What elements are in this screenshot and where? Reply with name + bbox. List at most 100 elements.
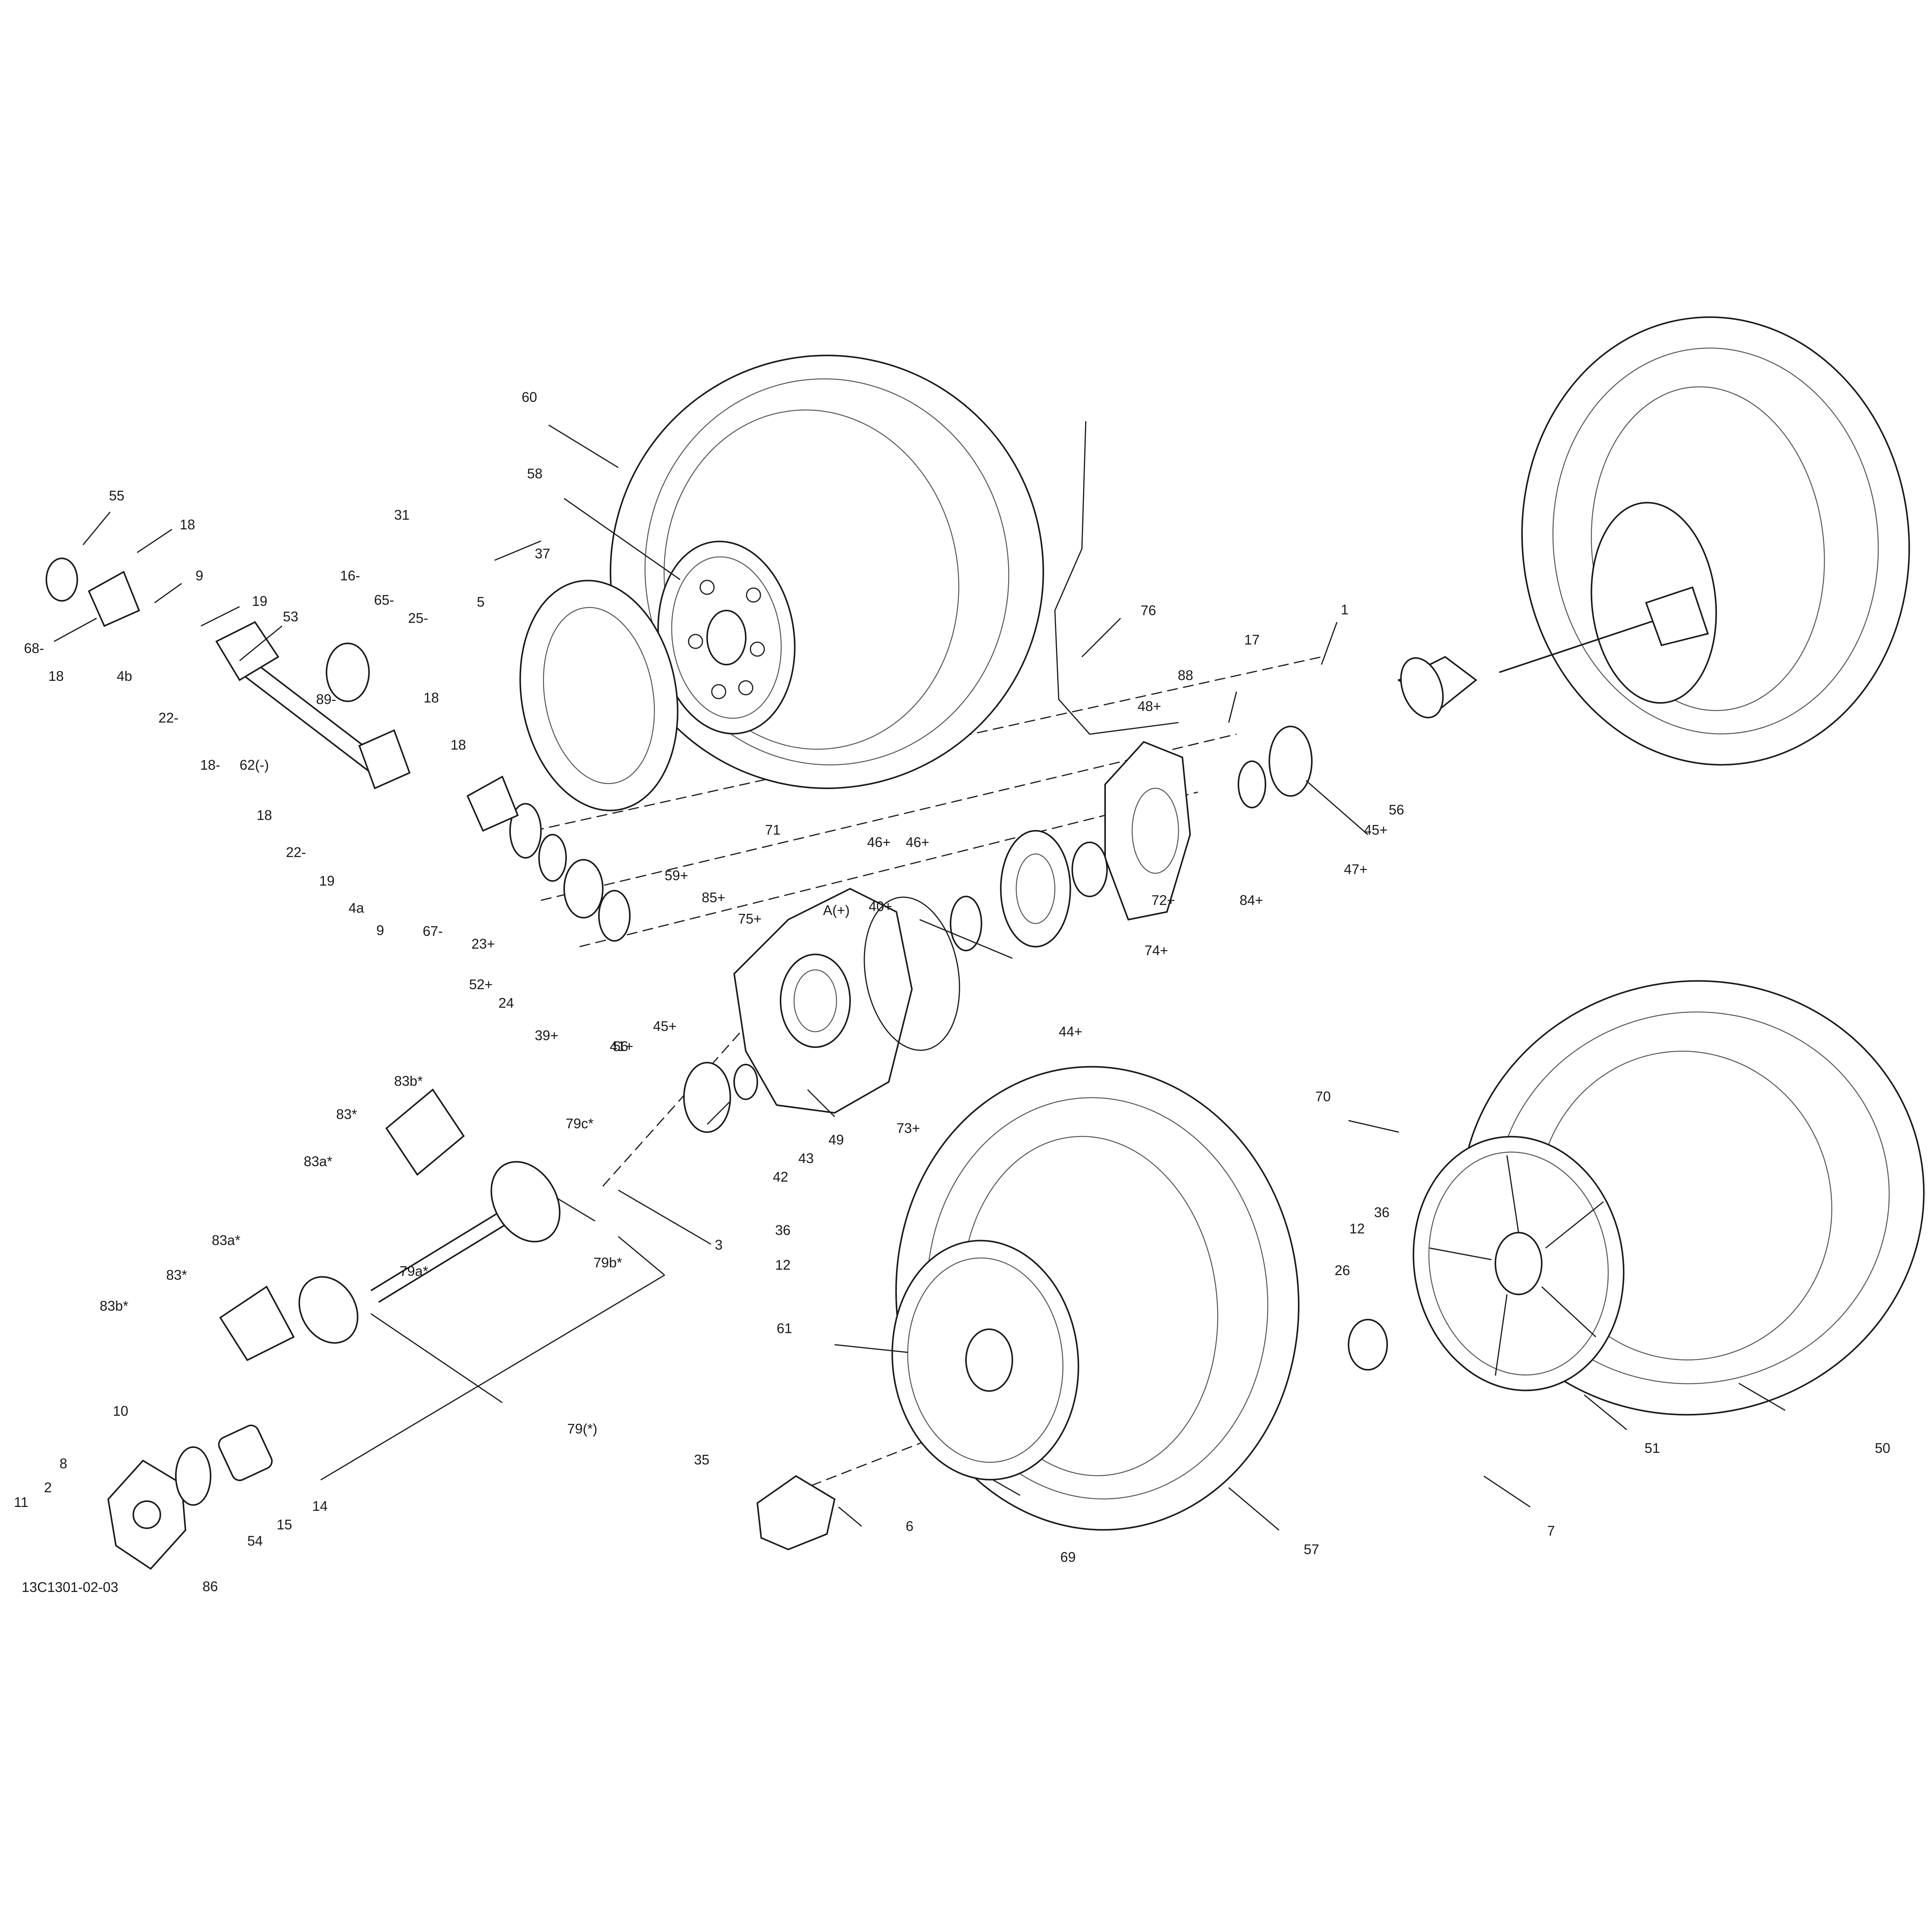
callout-36: 36	[1374, 1204, 1389, 1220]
callout-12: 12	[775, 1257, 791, 1273]
callout-2: 2	[44, 1480, 52, 1495]
callout-A: A(+)	[823, 902, 850, 918]
callout-83a: 83a*	[212, 1232, 240, 1248]
callout-31: 31	[394, 507, 410, 523]
callout-45: 45+	[1364, 822, 1388, 838]
callout-25: 25-	[408, 610, 428, 626]
callout-57: 57	[1304, 1541, 1319, 1557]
callout-23: 23+	[471, 936, 495, 952]
callout-22: 22-	[158, 710, 179, 726]
drive-shaft-right	[1397, 586, 1709, 719]
callout-55: 55	[109, 488, 124, 503]
callout-18: 18	[48, 668, 64, 684]
callout-46: 46+	[906, 834, 929, 850]
callout-17: 17	[1244, 632, 1260, 648]
prop-shaft-62	[46, 558, 519, 832]
leader-lines	[54, 424, 1786, 1531]
callout-4a: 4a	[349, 900, 364, 916]
callout-41: 41+	[610, 1038, 633, 1054]
callout-19: 19	[319, 873, 335, 889]
callout-83: 83*	[336, 1106, 357, 1122]
callout-46: 46+	[867, 834, 891, 850]
cv-shaft-79	[219, 1088, 561, 1361]
callout-70: 70	[1315, 1088, 1331, 1104]
callout-18: 18	[257, 807, 272, 823]
callout-43: 43	[798, 1150, 814, 1166]
callout-58: 58	[527, 466, 543, 481]
callout-73: 73+	[896, 1120, 920, 1136]
diagram-reference-code: 13C1301-02-03	[22, 1579, 118, 1595]
callout-50: 50	[1875, 1440, 1890, 1456]
callout-9: 9	[196, 568, 203, 583]
callout-83a: 83a*	[304, 1153, 332, 1169]
callout-84: 84+	[1240, 892, 1263, 908]
callout-10: 10	[113, 1403, 128, 1419]
callout-88: 88	[1178, 667, 1193, 683]
callout-56: 56	[1389, 802, 1404, 818]
callout-19: 19	[252, 593, 267, 609]
callout-83b: 83b*	[394, 1073, 423, 1089]
callout-86: 86	[202, 1578, 218, 1594]
callout-12: 12	[1349, 1221, 1365, 1236]
callout-83b: 83b*	[100, 1298, 128, 1314]
callout-36: 36	[775, 1222, 791, 1238]
callout-16: 16-	[340, 568, 360, 583]
brake-disc-37	[519, 580, 679, 811]
callout-9: 9	[376, 922, 384, 938]
callout-18: 18	[451, 737, 466, 753]
callout-51: 51	[1645, 1440, 1660, 1456]
callout-26: 26	[1335, 1262, 1350, 1278]
callout-44: 44+	[1059, 1024, 1082, 1039]
callout-40: 40+	[869, 898, 892, 914]
callout-15: 15	[277, 1517, 292, 1532]
callout-47: 47+	[1344, 861, 1367, 877]
callout-75: 75+	[738, 911, 762, 927]
callout-24: 24	[498, 995, 514, 1011]
callout-62: 62(-)	[240, 757, 269, 773]
callout-61: 61	[777, 1320, 792, 1336]
wheel-rim-58	[657, 541, 796, 735]
callout-89: 89-	[316, 691, 336, 707]
callout-83: 83*	[166, 1267, 187, 1283]
callout-35: 35	[694, 1452, 709, 1468]
callout-49: 49	[828, 1132, 844, 1148]
cover-84	[1104, 741, 1191, 921]
callout-42: 42	[773, 1169, 788, 1185]
o-ring-40	[864, 896, 960, 1051]
callout-72: 72+	[1151, 892, 1175, 908]
callout-69: 69	[1060, 1549, 1076, 1565]
wheel-rim-61	[891, 1240, 1079, 1481]
callout-56: 56	[613, 1038, 628, 1054]
callout-11: 11	[14, 1494, 28, 1510]
ring-gear-74	[1000, 830, 1071, 947]
callout-76: 76	[1141, 602, 1156, 618]
callout-68: 68-	[24, 640, 44, 656]
callout-85: 85+	[702, 889, 725, 905]
callout-37: 37	[535, 546, 550, 561]
bearings-and-seals	[509, 726, 1313, 1133]
callout-71: 71	[765, 822, 781, 838]
callout-48: 48+	[1138, 698, 1161, 714]
callout-79c: 79c*	[566, 1116, 594, 1131]
tire-top-right	[1521, 316, 1910, 766]
callout-3: 3	[715, 1237, 723, 1253]
callout-5: 5	[477, 594, 485, 610]
cap-26	[1348, 1319, 1388, 1371]
callout-22: 22-	[286, 844, 306, 860]
diff-housing-73	[733, 888, 913, 1114]
hub-cap-35	[756, 1475, 836, 1551]
callout-79a: 79a*	[400, 1263, 428, 1279]
rod-76	[1054, 421, 1179, 735]
callout-53: 53	[283, 609, 298, 624]
callout-labels: 55 18 9 68- 18 4b 19 53 22- 18- 16- 65- …	[14, 389, 1890, 1594]
callout-18: 18	[423, 690, 439, 706]
callout-79b: 79b*	[594, 1255, 622, 1270]
callout-60: 60	[522, 389, 537, 405]
hub-86	[107, 1424, 273, 1570]
callout-65: 65-	[374, 592, 394, 608]
callout-45: 45+	[653, 1018, 677, 1034]
callout-18: 18-	[200, 757, 220, 773]
callout-1: 1	[1341, 602, 1349, 617]
